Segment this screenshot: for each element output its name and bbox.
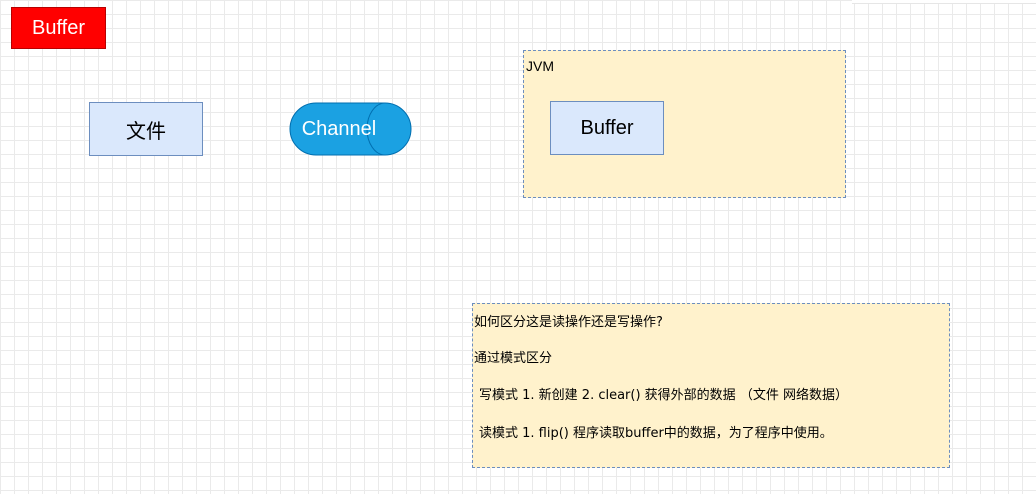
mode-note[interactable]: 如何区分这是读操作还是写操作? 通过模式区分 写模式 1. 新创建 2. cle… — [472, 303, 950, 468]
note-line-read-mode: 读模式 1. flip() 程序读取buffer中的数据，为了程序中使用。 — [479, 426, 833, 441]
buffer-node-label: Buffer — [580, 116, 634, 139]
file-node[interactable]: 文件 — [89, 102, 203, 156]
buffer-node[interactable]: Buffer — [550, 101, 664, 155]
top-edge-panel — [852, 0, 1036, 4]
note-line-question: 如何区分这是读操作还是写操作? — [474, 315, 663, 330]
file-node-label: 文件 — [126, 120, 166, 143]
buffer-title-badge[interactable]: Buffer — [11, 7, 106, 49]
jvm-label: JVM — [526, 58, 554, 74]
note-line-write-mode: 写模式 1. 新创建 2. clear() 获得外部的数据 （文件 网络数据） — [479, 388, 848, 403]
channel-end-cap — [366, 102, 386, 156]
channel-cylinder[interactable] — [289, 102, 412, 156]
jvm-container[interactable]: JVM Buffer — [523, 50, 846, 198]
channel-node-label: Channel — [301, 117, 377, 140]
note-line-mode: 通过模式区分 — [474, 351, 553, 366]
